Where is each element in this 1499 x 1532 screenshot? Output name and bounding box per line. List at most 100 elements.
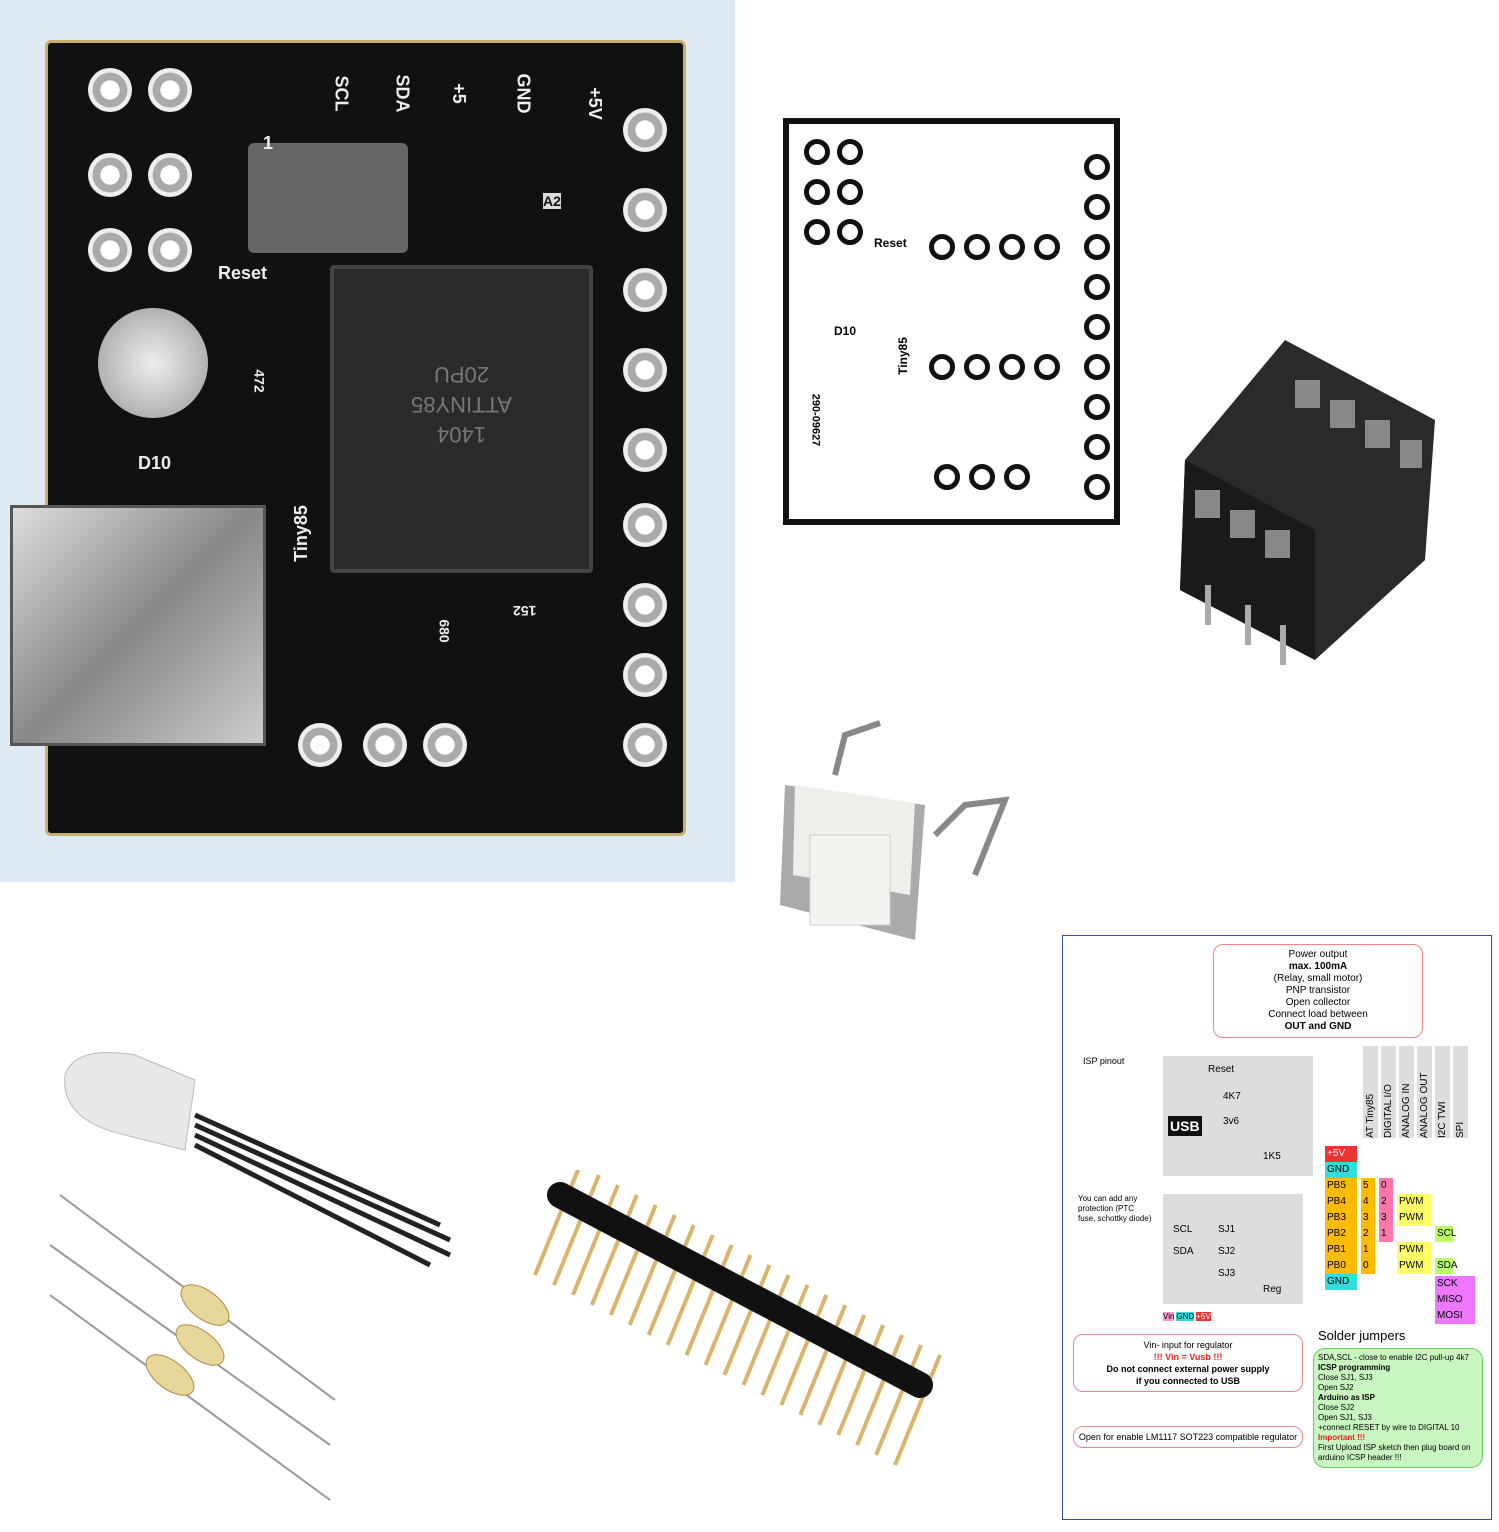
reg-label: Reg (1263, 1284, 1282, 1295)
header-pin (571, 1184, 620, 1296)
pin-5v-2: +5V (1196, 1312, 1211, 1321)
bare-silk-partno: 290-09627 (809, 393, 822, 447)
digital-3: 3 (1361, 1210, 1375, 1226)
vin-pins: Vin GND +5V (1163, 1312, 1211, 1321)
header-pin (589, 1194, 639, 1306)
4k7-label: 4K7 (1223, 1091, 1241, 1102)
solder-line: First Upload ISP sketch then plug board … (1318, 1443, 1471, 1462)
solder-line: Important !!! (1318, 1433, 1366, 1442)
silk-472: 472 (251, 369, 268, 393)
spi-miso: MISO (1435, 1292, 1475, 1308)
analog-column: 0 2 3 1 (1379, 1178, 1393, 1242)
vin-line: !!! Vin = Vusb !!! (1153, 1352, 1223, 1362)
silk-d10: D10 (138, 453, 172, 473)
board-diagram-top: Reset 4K7 USB 3v6 1K5 (1163, 1056, 1313, 1176)
note-line: PNP transistor (1285, 985, 1351, 996)
digital-column: 5 4 3 2 1 0 (1361, 1178, 1375, 1274)
pwm-column: PWM PWM PWM PWM (1397, 1194, 1431, 1274)
analog-1: 1 (1379, 1226, 1393, 1242)
header-pin (684, 1244, 734, 1356)
capacitor (98, 308, 208, 418)
header-pin (893, 1354, 942, 1466)
pwm-3: PWM (1397, 1210, 1431, 1226)
pin-gnd-2: GND (1176, 1312, 1195, 1321)
sj3-label: SJ3 (1218, 1268, 1236, 1279)
pin-vin: Vin (1163, 1312, 1175, 1321)
header-pin (874, 1344, 923, 1456)
reset-button-smd (248, 143, 408, 253)
regulator-note: Open for enable LM1117 SOT223 compatible… (1073, 1426, 1303, 1448)
power-output-note: Power output max. 100mA (Relay, small mo… (1213, 944, 1423, 1038)
solder-line: SDA,SCL - close to enable I2C pull-up 4k… (1318, 1353, 1469, 1362)
isp-pinout-label: ISP pinout (1083, 1056, 1125, 1066)
header-pin (646, 1224, 696, 1336)
silk-gnd: GND (513, 73, 534, 114)
pin-5v: +5V (1325, 1146, 1357, 1162)
solder-line: +connect RESET by wire to DIGITAL 10 (1318, 1423, 1460, 1432)
silk-152: 152 (513, 603, 537, 619)
col-attiny85: AT Tiny85 (1363, 1046, 1378, 1138)
header-pin (798, 1304, 848, 1416)
silk-5v: +5V (584, 87, 605, 120)
silk-reset: Reset (218, 263, 268, 283)
header-pin (817, 1314, 867, 1426)
sj2-label: SJ2 (1218, 1246, 1236, 1257)
board-diagram-bottom: SCL SDA SJ1 SJ2 SJ3 Reg (1163, 1194, 1303, 1304)
bare-silk-tiny85: Tiny85 (895, 337, 910, 375)
reset-label: Reset (1208, 1064, 1235, 1075)
pin-pb2: PB2 (1325, 1226, 1357, 1242)
col-spi: SPI (1453, 1046, 1468, 1138)
protection-note: You can add any protection (PTC fuse, sc… (1078, 1194, 1152, 1223)
pin-pb3: PB3 (1325, 1210, 1357, 1226)
bare-silk-d10: D10 (834, 324, 857, 338)
spi-column: SCK MISO MOSI (1435, 1276, 1475, 1324)
header-pin (533, 1170, 581, 1276)
diode: A2 (543, 193, 561, 209)
dip8-socket-photo (1180, 340, 1435, 665)
chip-model: ATTINY85 (410, 392, 513, 417)
i2c-sda: SDA (1435, 1258, 1458, 1274)
spi-sck: SCK (1435, 1276, 1475, 1292)
col-analog-in: ANALOG IN (1399, 1046, 1414, 1138)
analog-2: 2 (1379, 1194, 1393, 1210)
note-line: Connect load between (1268, 1009, 1368, 1020)
digital-0: 0 (1361, 1258, 1375, 1274)
note-line: (Relay, small motor) (1273, 973, 1363, 984)
i2c-column: SCL SDA (1435, 1226, 1458, 1274)
pin-gnd-3: GND (1325, 1274, 1357, 1290)
note-line: max. 100mA (1288, 961, 1348, 972)
vin-note: Vin- input for regulator !!! Vin = Vusb … (1073, 1334, 1303, 1392)
1k5-label: 1K5 (1263, 1151, 1281, 1162)
vin-line: Vin- input for regulator (1143, 1340, 1233, 1350)
bare-pcb-photo: Reset D10 290-09627 Tiny85 (783, 118, 1120, 525)
spi-mosi: MOSI (1435, 1308, 1475, 1324)
pwm-1: PWM (1397, 1242, 1431, 1258)
header-pin (855, 1334, 904, 1446)
header-pin (760, 1284, 810, 1396)
pin-header-photo (533, 1170, 942, 1466)
scl-label: SCL (1173, 1224, 1193, 1235)
tact-switch-photo (780, 720, 1010, 940)
chip-speed: 20PU (433, 362, 490, 387)
solder-line: Open SJ2 (1318, 1383, 1354, 1392)
pinout-card: Power output max. 100mA (Relay, small mo… (1062, 935, 1492, 1520)
pin-pb0: PB0 (1325, 1258, 1357, 1274)
solder-jumpers-box: SDA,SCL - close to enable I2C pull-up 4k… (1313, 1348, 1483, 1468)
chip-date-code: 1404 (437, 422, 486, 447)
pin-pb4: PB4 (1325, 1194, 1357, 1210)
usb-label: USB (1168, 1116, 1202, 1136)
header-pin (665, 1234, 715, 1346)
digital-2: 2 (1361, 1226, 1375, 1242)
i2c-scl: SCL (1435, 1226, 1456, 1242)
header-pin (703, 1254, 753, 1366)
digital-5: 5 (1361, 1178, 1375, 1194)
header-pin (741, 1274, 791, 1386)
silk-1: 1 (263, 133, 274, 153)
pin-gnd: GND (1325, 1162, 1357, 1178)
analog-0: 0 (1379, 1178, 1393, 1194)
solder-jumpers-title: Solder jumpers (1318, 1328, 1406, 1343)
pin-table: +5V GND PB5 PB4 PB3 PB2 PB1 PB0 GND (1325, 1146, 1357, 1290)
pwm-0: PWM (1397, 1258, 1431, 1274)
digital-1: 1 (1361, 1242, 1375, 1258)
note-line: Open collector (1285, 997, 1351, 1008)
